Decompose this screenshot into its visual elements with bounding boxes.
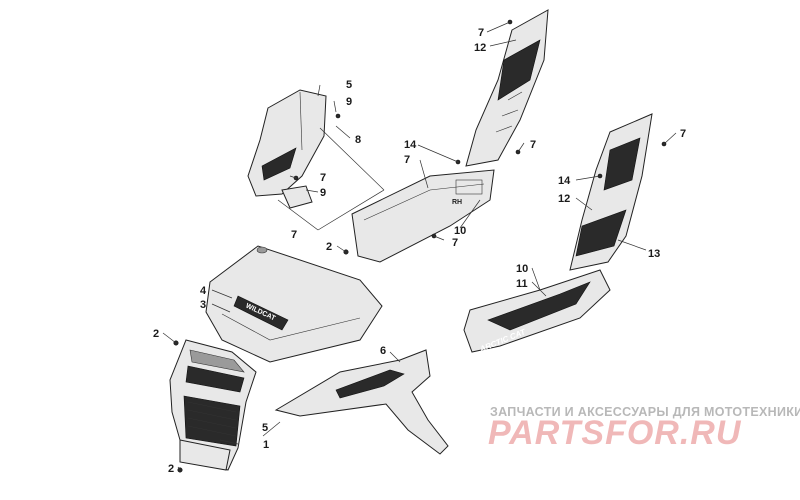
callout-7: 7 bbox=[452, 237, 458, 249]
callout-2: 2 bbox=[326, 241, 332, 253]
callout-14: 14 bbox=[558, 175, 571, 187]
watermark-logo: PARTSFOR.RU bbox=[488, 414, 742, 452]
callout-7: 7 bbox=[320, 172, 326, 184]
callout-14: 14 bbox=[404, 139, 417, 151]
callout-6: 6 bbox=[380, 345, 386, 357]
callout-9: 9 bbox=[320, 187, 326, 199]
callout-10: 10 bbox=[516, 263, 528, 275]
callout-4: 4 bbox=[200, 285, 207, 297]
callout-12: 12 bbox=[474, 42, 486, 54]
hood-part: WILDCAT bbox=[205, 245, 383, 363]
callout-11: 11 bbox=[516, 278, 528, 290]
callout-5: 5 bbox=[262, 422, 268, 434]
right-side-panel-part bbox=[569, 113, 653, 271]
callout-8: 8 bbox=[355, 134, 361, 146]
callout-2: 2 bbox=[168, 463, 174, 475]
callout-7: 7 bbox=[404, 154, 410, 166]
callout-7: 7 bbox=[680, 128, 686, 140]
leader-lines bbox=[162, 21, 677, 471]
watermark-caption: ЗАПЧАСТИ И АКСЕССУАРЫ ДЛЯ МОТОТЕХНИКИ bbox=[490, 405, 800, 419]
callout-10: 10 bbox=[454, 225, 466, 237]
callout-13: 13 bbox=[648, 248, 660, 260]
left-side-panel-part bbox=[465, 9, 549, 167]
callout-2: 2 bbox=[153, 328, 159, 340]
callout-7: 7 bbox=[530, 139, 536, 151]
callout-7: 7 bbox=[291, 229, 297, 241]
callout-3: 3 bbox=[200, 299, 206, 311]
headlight-housing-part bbox=[247, 89, 327, 209]
front-grille-part bbox=[169, 339, 257, 471]
callout-12: 12 bbox=[558, 193, 570, 205]
callout-7: 7 bbox=[478, 27, 484, 39]
callout-5: 5 bbox=[346, 79, 352, 91]
rail-panel-part: RH bbox=[351, 169, 495, 263]
callout-9: 9 bbox=[346, 96, 352, 108]
rh-mark-label: RH bbox=[452, 199, 462, 206]
front-fender-part bbox=[274, 349, 449, 455]
callout-numbers: 2 2 2 1 4 3 5 5 9 8 7 9 7 6 14 7 7 7 7 1… bbox=[153, 27, 686, 475]
callout-1: 1 bbox=[263, 439, 269, 451]
